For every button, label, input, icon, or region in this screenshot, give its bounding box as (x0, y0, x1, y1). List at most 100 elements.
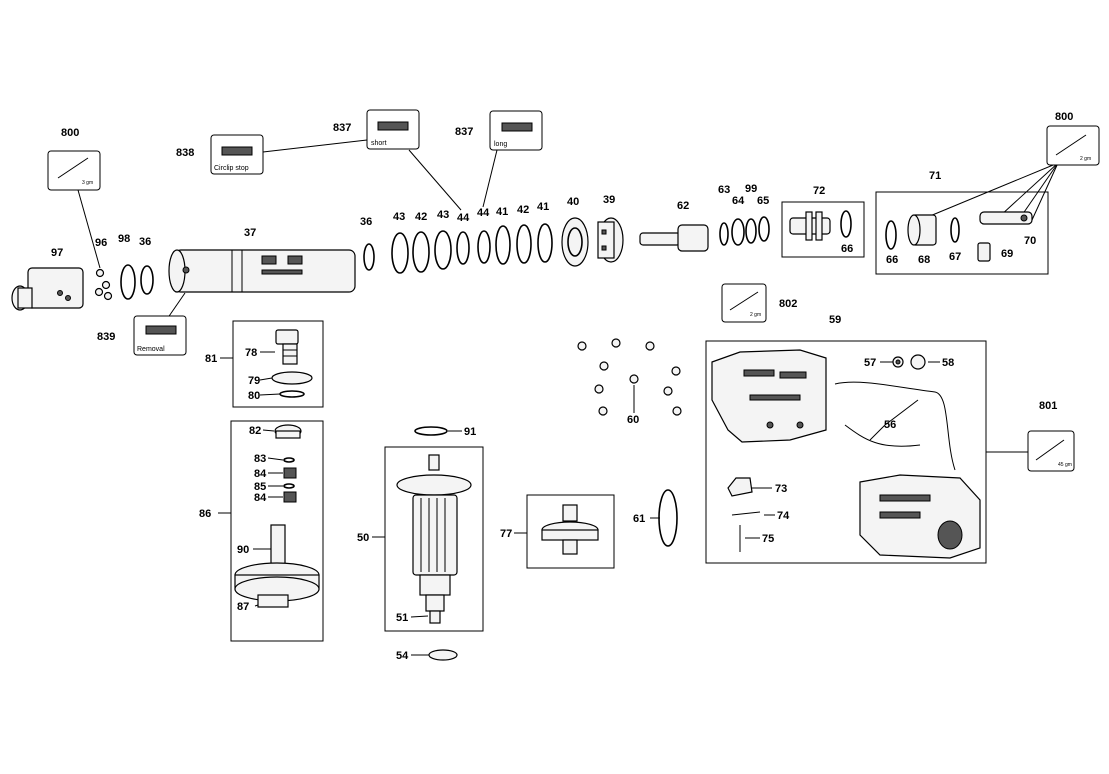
part-77-gear (541, 504, 599, 555)
label-62: 62 (677, 200, 689, 212)
part-87-gear (234, 562, 320, 608)
label-80: 80 (248, 390, 260, 402)
label-84a: 84 (254, 468, 267, 480)
tool-callout-801: 45 gm (1027, 430, 1075, 472)
leader-lines (77, 139, 1059, 656)
label-84b: 84 (254, 492, 267, 504)
part-67-ring (950, 217, 960, 243)
part-51-pinion (429, 610, 441, 624)
part-66-oring-b (885, 220, 897, 250)
label-86: 86 (199, 508, 211, 520)
label-75: 75 (762, 533, 774, 545)
part-69-pin (977, 242, 991, 262)
tool-callout-800a: 3 gm (47, 150, 101, 191)
label-51: 51 (396, 612, 408, 624)
label-71: 71 (929, 170, 941, 182)
tool-callout-802: 2 gm (721, 283, 767, 323)
label-82: 82 (249, 425, 261, 437)
part-90-shaft (270, 524, 286, 566)
part-99-ring (745, 218, 757, 244)
label-36b: 36 (360, 216, 372, 228)
tool-caption-837a: short (371, 140, 387, 147)
part-72-piston (789, 211, 831, 241)
label-57: 57 (864, 357, 876, 369)
label-839: 839 (97, 331, 115, 343)
part-64-ring (731, 218, 745, 246)
label-74: 74 (777, 510, 790, 522)
part-79-bearing (271, 371, 313, 385)
label-87: 87 (237, 601, 249, 613)
part-84-needle-a (283, 467, 297, 479)
label-44a: 44 (457, 212, 470, 224)
label-59: 59 (829, 314, 841, 326)
label-96: 96 (95, 237, 107, 249)
tool-callout-800b: 2 gm (1046, 125, 1100, 166)
label-64: 64 (732, 195, 745, 207)
part-36-circlip-a (140, 265, 154, 295)
part-73-cover (727, 477, 753, 497)
label-36a: 36 (139, 236, 151, 248)
part-85-ring (283, 483, 295, 489)
label-43a: 43 (393, 211, 405, 223)
group-boxes (230, 191, 1049, 642)
part-98-ring (120, 264, 136, 300)
label-70: 70 (1024, 235, 1036, 247)
label-41a: 41 (496, 206, 508, 218)
part-37-spindle (168, 249, 356, 293)
part-42-ring-b (516, 224, 532, 264)
part-50-armature (396, 454, 472, 612)
label-42b: 42 (517, 204, 529, 216)
label-50: 50 (357, 532, 369, 544)
label-66b: 66 (886, 254, 898, 266)
label-56: 56 (884, 419, 896, 431)
part-68-cylinder (907, 214, 937, 246)
part-43-washer-b (434, 230, 452, 270)
tool-callout-839: Removal (133, 315, 187, 356)
label-73: 73 (775, 483, 787, 495)
tool-callout-838: Circlip stop (210, 134, 264, 175)
label-61: 61 (633, 513, 645, 525)
label-837a: 837 (333, 122, 351, 134)
label-77: 77 (500, 528, 512, 540)
part-36-circlip-b (363, 243, 375, 271)
part-41-ring-a (495, 225, 511, 265)
part-62-striker (639, 224, 709, 252)
label-44b: 44 (477, 207, 490, 219)
part-78-clutch-gear (275, 329, 299, 365)
label-69: 69 (1001, 248, 1013, 260)
part-80-circlip (279, 390, 305, 398)
label-91: 91 (464, 426, 476, 438)
label-41b: 41 (537, 201, 549, 213)
label-72: 72 (813, 185, 825, 197)
label-99: 99 (745, 183, 757, 195)
box-71 (875, 191, 1049, 275)
label-42a: 42 (415, 211, 427, 223)
part-59-housing-half (711, 349, 827, 443)
tool-caption-838: Circlip stop (214, 165, 249, 172)
label-58: 58 (942, 357, 954, 369)
part-43-washer-a (391, 232, 409, 274)
part-42-ring-a (412, 231, 430, 273)
box-77 (526, 494, 615, 569)
box-50 (384, 446, 484, 632)
part-61-gasket (658, 489, 678, 547)
part-56-wiring (834, 381, 956, 471)
label-97: 97 (51, 247, 63, 259)
label-78: 78 (245, 347, 257, 359)
label-60: 60 (627, 414, 639, 426)
label-81: 81 (205, 353, 217, 365)
label-54: 54 (396, 650, 409, 662)
label-68: 68 (918, 254, 930, 266)
part-59-housing-assembled (859, 474, 981, 559)
label-66a: 66 (841, 243, 853, 255)
part-60-screws (577, 338, 682, 416)
box-72 (781, 201, 865, 258)
part-44-ring-b (477, 230, 491, 264)
part-70-conrod (979, 211, 1033, 225)
part-54-bearing (428, 649, 458, 661)
box-81 (232, 320, 324, 408)
tool-caption-802: 2 gm (750, 312, 761, 318)
label-800b: 800 (1055, 111, 1073, 123)
part-82-bearing (274, 424, 302, 439)
label-802: 802 (779, 298, 797, 310)
